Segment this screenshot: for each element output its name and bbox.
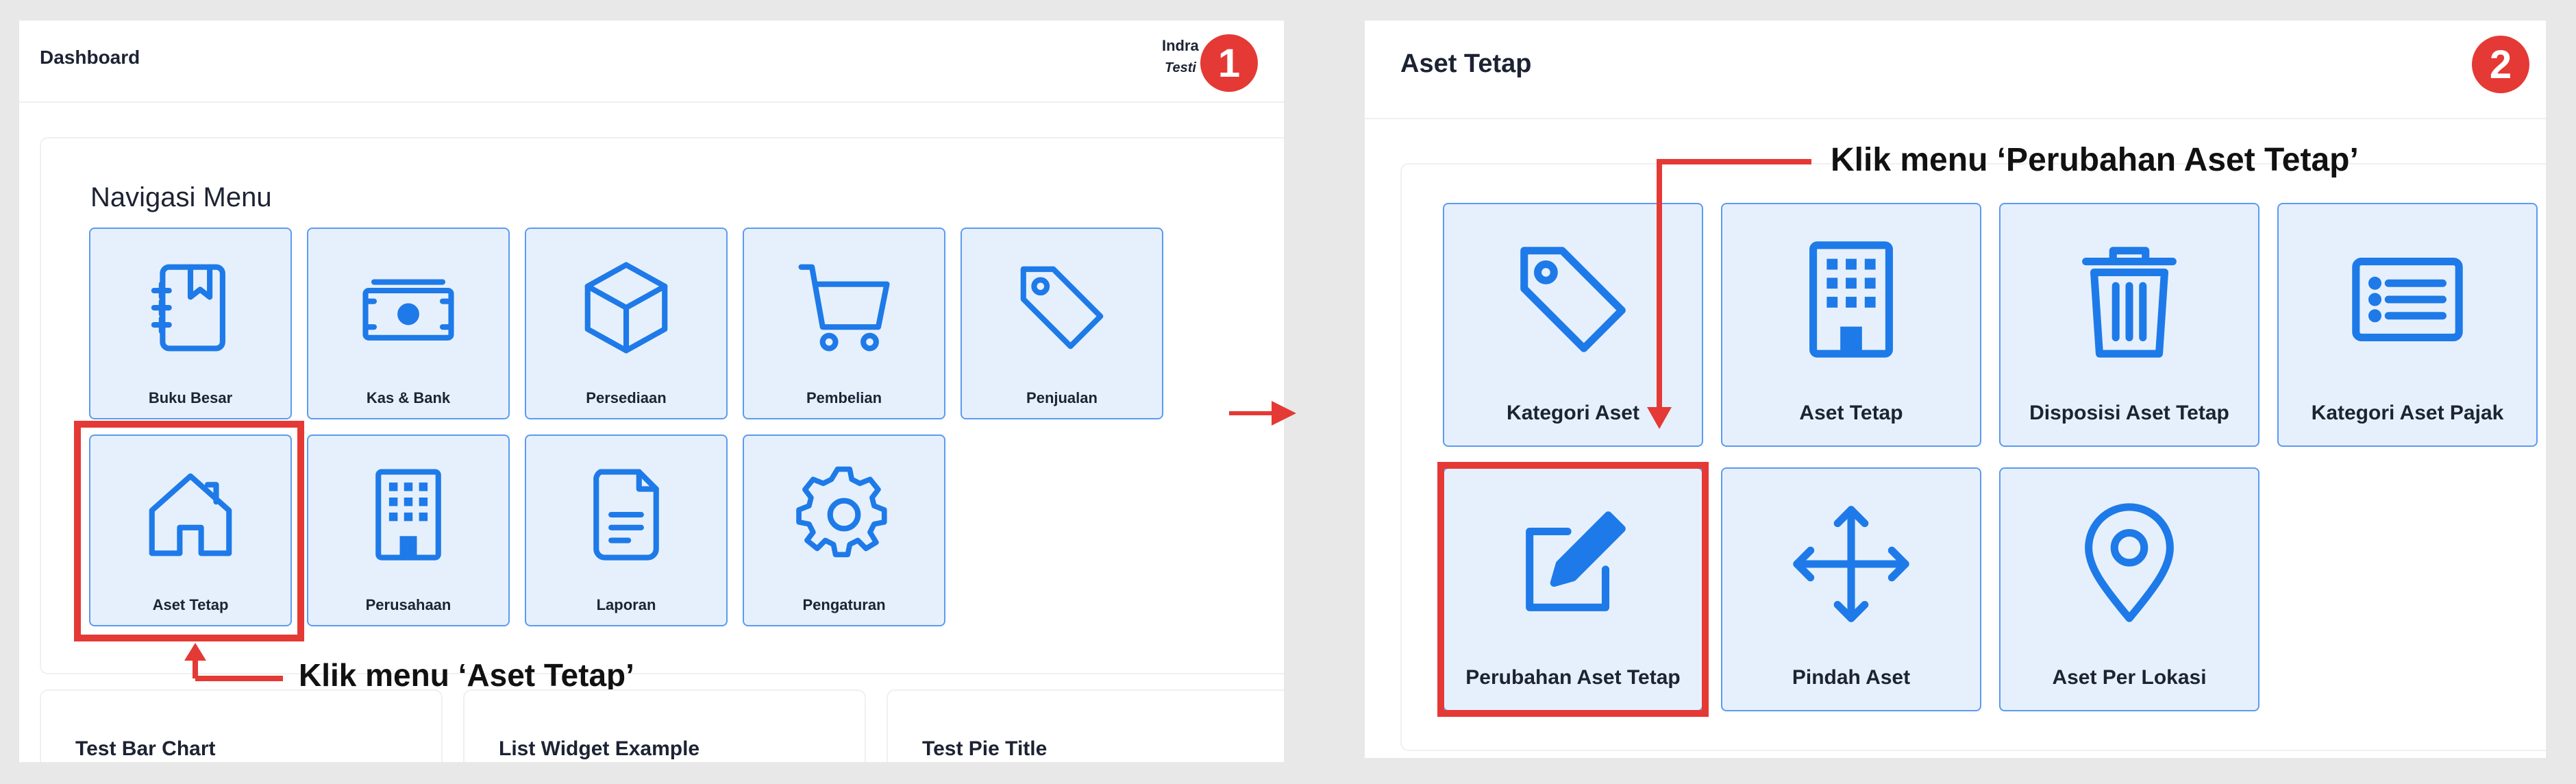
widget-title: List Widget Example	[499, 737, 700, 760]
tile-aset-tetap-sub[interactable]: Aset Tetap	[1721, 203, 1981, 447]
callout-arrow-down	[1647, 159, 1811, 429]
tile-disposisi-aset-tetap[interactable]: Disposisi Aset Tetap	[1999, 203, 2259, 447]
document-icon	[593, 469, 659, 561]
highlight-box-perubahan-aset-tetap	[1437, 462, 1709, 717]
tile-label: Pengaturan	[802, 596, 886, 613]
widget-pie-chart: Test Pie Title	[887, 689, 1284, 762]
widget-title: Test Bar Chart	[75, 737, 216, 760]
trash-icon	[2082, 247, 2177, 358]
dashboard-topbar: Dashboard Indra Testi	[19, 21, 1284, 103]
section-title: Navigasi Menu	[90, 182, 272, 212]
tile-buku-besar[interactable]: Buku Besar	[89, 228, 292, 419]
tile-penjualan[interactable]: Penjualan	[961, 228, 1163, 419]
aset-tetap-screen: Aset Tetap Kategori Aset Aset Tetap	[1365, 21, 2546, 758]
tile-label: Aset Tetap	[1799, 402, 1903, 424]
ledger-book-icon	[151, 264, 225, 352]
tile-label: Kategori Aset Pajak	[2311, 402, 2504, 424]
tile-label: Disposisi Aset Tetap	[2029, 402, 2229, 424]
tile-aset-tetap[interactable]: Aset Tetap	[89, 434, 292, 626]
edit-icon	[1526, 511, 1626, 611]
tile-kas-bank[interactable]: Kas & Bank	[307, 228, 510, 419]
tile-pembelian[interactable]: Pembelian	[743, 228, 945, 419]
highlight-box-aset-tetap	[74, 421, 304, 641]
price-tag-icon	[1520, 247, 1626, 352]
building-icon	[375, 469, 441, 561]
step-transition-arrow	[1229, 401, 1296, 426]
tile-laporan[interactable]: Laporan	[525, 434, 728, 626]
house-icon	[149, 473, 232, 556]
tile-label: Buku Besar	[148, 389, 233, 406]
building-icon	[1809, 241, 1893, 358]
tile-pindah-aset[interactable]: Pindah Aset	[1721, 467, 1981, 711]
dashboard-screen: Dashboard Indra Testi Navigasi Menu Buku…	[19, 21, 1284, 762]
tile-label: Kategori Aset	[1507, 402, 1639, 424]
tile-label: Pembelian	[806, 389, 882, 406]
widget-title: Test Pie Title	[922, 737, 1048, 760]
tile-label: Laporan	[596, 596, 656, 613]
tile-label: Perubahan Aset Tetap	[1465, 666, 1681, 689]
page-title: Dashboard	[40, 47, 140, 68]
tile-perubahan-aset-tetap[interactable]: Perubahan Aset Tetap	[1443, 467, 1703, 711]
tile-pengaturan[interactable]: Pengaturan	[743, 434, 945, 626]
tile-label: Pindah Aset	[1792, 666, 1911, 689]
widget-bar-chart: Test Bar Chart	[40, 689, 443, 762]
tile-label: Aset Tetap	[152, 596, 229, 613]
tile-aset-per-lokasi[interactable]: Aset Per Lokasi	[1999, 467, 2259, 711]
user-name[interactable]: Indra	[1162, 37, 1199, 54]
shopping-cart-icon	[798, 264, 890, 352]
move-arrows-icon	[1793, 506, 1909, 622]
user-company: Testi	[1165, 60, 1196, 75]
tile-label: Kas & Bank	[366, 389, 451, 406]
tile-kategori-aset-pajak[interactable]: Kategori Aset Pajak	[2277, 203, 2538, 447]
tile-label: Perusahaan	[365, 596, 451, 613]
callout-text-perubahan: Klik menu ‘Perubahan Aset Tetap’	[1831, 142, 2359, 178]
price-tag-icon	[1020, 266, 1104, 350]
callout-arrow-up	[184, 643, 283, 681]
tile-label: Penjualan	[1026, 389, 1098, 406]
tile-perusahaan[interactable]: Perusahaan	[307, 434, 510, 626]
tile-label: Aset Per Lokasi	[2052, 666, 2207, 689]
tile-label: Persediaan	[586, 389, 667, 406]
step-badge-1: 1	[1200, 34, 1258, 92]
gear-icon	[796, 466, 887, 558]
aset-tetap-topbar: Aset Tetap	[1365, 21, 2546, 119]
step-badge-2: 2	[2472, 36, 2529, 93]
list-icon	[2352, 258, 2463, 341]
map-pin-icon	[2085, 503, 2174, 622]
widget-list: List Widget Example	[463, 689, 866, 762]
page-title: Aset Tetap	[1400, 49, 1532, 78]
callout-text-aset-tetap: Klik menu ‘Aset Tetap’	[299, 657, 634, 693]
box-icon	[584, 262, 668, 354]
tile-persediaan[interactable]: Persediaan	[525, 228, 728, 419]
banknote-icon	[362, 279, 454, 341]
